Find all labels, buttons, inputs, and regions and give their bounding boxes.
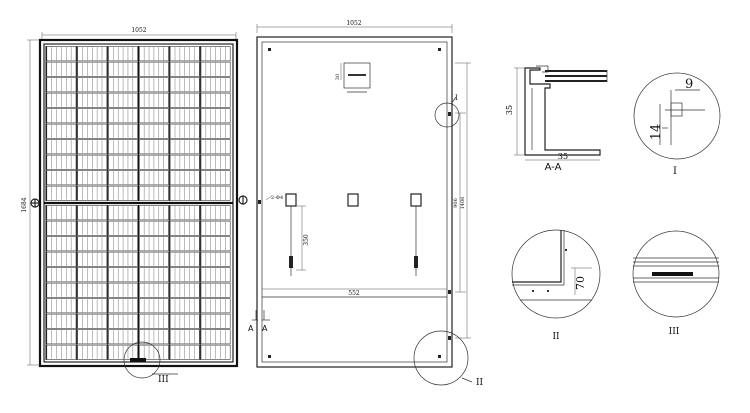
detail-I-marker-circle bbox=[434, 102, 460, 128]
front-left-center-mark bbox=[30, 198, 40, 208]
section-title: A-A bbox=[545, 162, 562, 173]
detail-I-title: I bbox=[673, 166, 677, 177]
detail-III-circle bbox=[632, 230, 720, 318]
detail-III-title: III bbox=[669, 327, 680, 337]
front-right-center-mark bbox=[238, 195, 248, 205]
detail-II-dim-70: 70 bbox=[574, 276, 587, 290]
back-frame-inner bbox=[261, 41, 448, 363]
front-bottom-clip bbox=[130, 358, 146, 362]
detail-II-marker-circle bbox=[413, 330, 469, 386]
connector-right bbox=[414, 256, 418, 268]
back-detail-II-label: II bbox=[476, 378, 484, 388]
detail-II: 70 II bbox=[511, 229, 601, 342]
back-label-906: 906 bbox=[453, 198, 459, 208]
front-detail-III-label: III bbox=[158, 375, 169, 385]
section-marker-right: A bbox=[262, 324, 268, 333]
detail-III: III bbox=[632, 230, 720, 337]
cell-grid bbox=[45, 46, 231, 360]
section-A-A: 35 35 A-A bbox=[505, 65, 608, 173]
front-height-label: 1684 bbox=[21, 197, 28, 212]
section-height-label: 35 bbox=[505, 105, 514, 115]
back-frame-outer bbox=[256, 36, 453, 368]
detail-I-dim-14: 14 bbox=[649, 124, 664, 141]
detail-II-circle bbox=[511, 229, 601, 319]
back-mounting-holes bbox=[258, 48, 451, 358]
section-profile bbox=[524, 67, 601, 156]
back-label-552: 552 bbox=[348, 290, 360, 297]
detail-I-dim-9: 9 bbox=[685, 77, 693, 92]
section-width-label: 35 bbox=[558, 152, 568, 161]
detail-III-marker-circle bbox=[123, 341, 161, 379]
detail-I: 9 14 I bbox=[633, 72, 721, 177]
detail-I-circle bbox=[633, 72, 721, 160]
back-hole-label: 2-Φ4 bbox=[271, 195, 283, 201]
back-label-30: 30 bbox=[335, 74, 341, 80]
back-label-1406: 1406 bbox=[460, 197, 466, 210]
junction-box-right bbox=[410, 193, 422, 207]
section-glass-top bbox=[545, 70, 607, 72]
back-nameplate bbox=[343, 62, 371, 89]
detail-II-frame-corner bbox=[512, 230, 562, 283]
connector-left bbox=[289, 256, 293, 268]
front-view: 1052 1684 III bbox=[21, 27, 248, 385]
section-marker-left: A bbox=[248, 324, 254, 333]
junction-box-left bbox=[285, 193, 297, 207]
detail-II-title: II bbox=[552, 332, 560, 342]
junction-box-center bbox=[347, 193, 359, 207]
back-width-label: 1052 bbox=[346, 20, 361, 27]
back-view: 1052 30 bbox=[248, 20, 484, 388]
detail-III-clip bbox=[652, 272, 693, 276]
back-label-350: 350 bbox=[303, 234, 310, 246]
front-width-label: 1052 bbox=[131, 27, 146, 34]
back-detail-I-label: I bbox=[455, 94, 458, 102]
front-frame bbox=[38, 38, 239, 368]
